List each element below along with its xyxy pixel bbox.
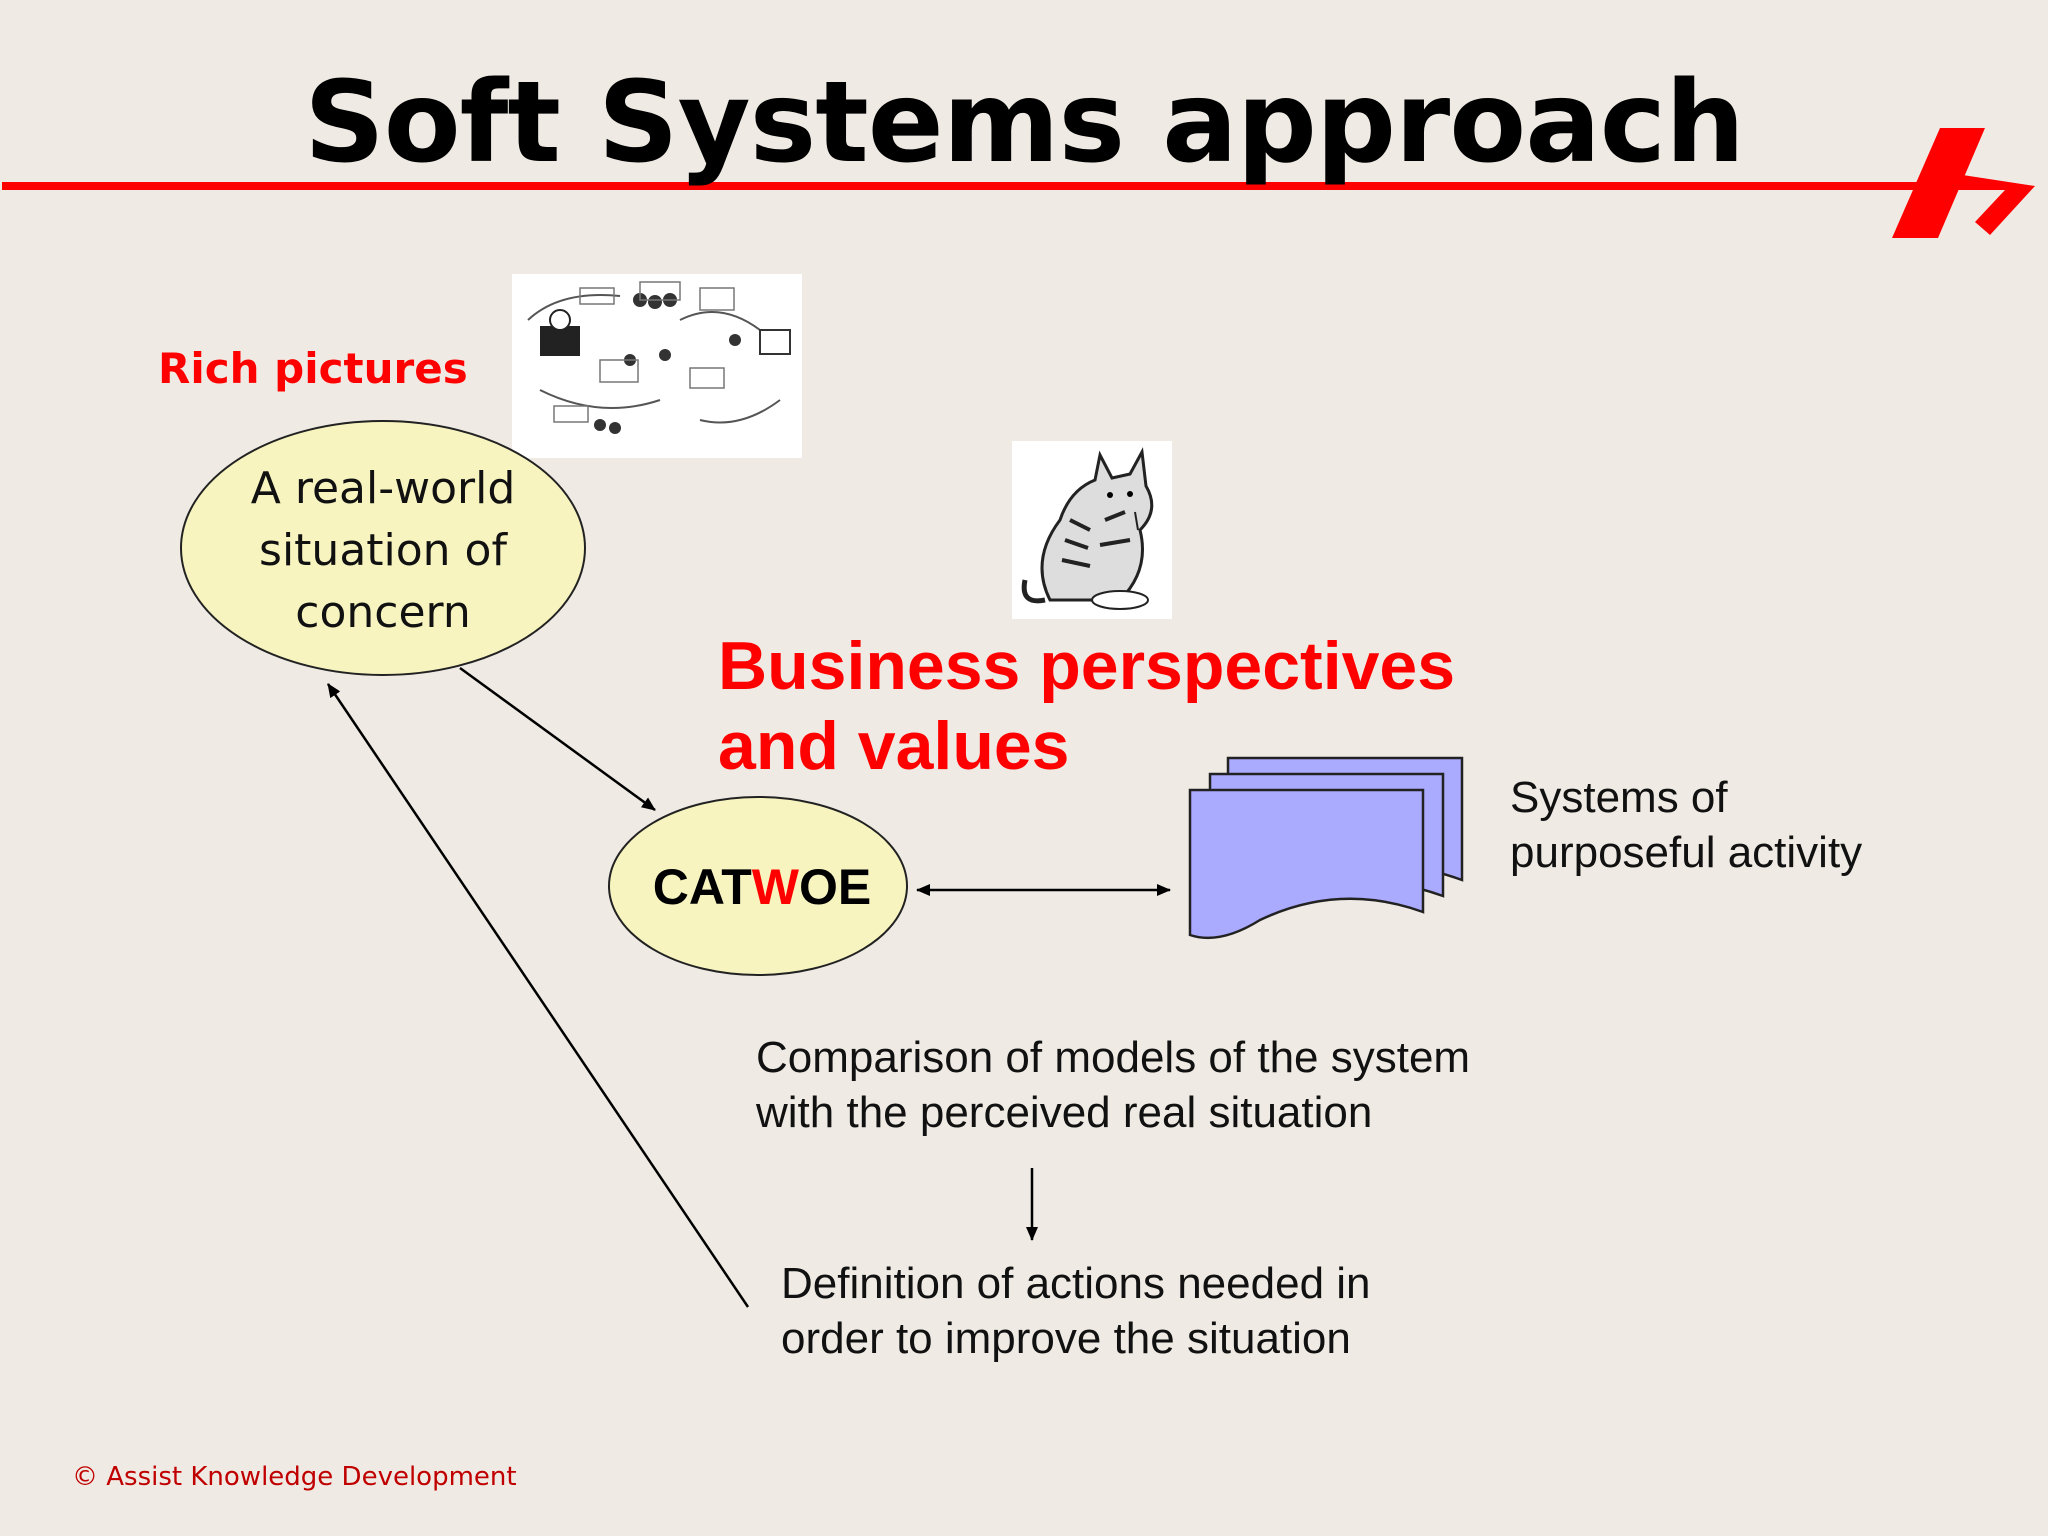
definition-line: Definition of actions needed in <box>781 1259 1371 1308</box>
definition-text: Definition of actions needed in order to… <box>781 1256 1371 1366</box>
catwoe-prefix: CAT <box>652 859 752 915</box>
situation-line: situation of <box>259 525 507 576</box>
page-title: Soft Systems approach <box>304 58 1745 188</box>
definition-line: order to improve the situation <box>781 1314 1351 1363</box>
systems-label: Systems of purposeful activity <box>1510 770 1862 880</box>
systems-line: purposeful activity <box>1510 828 1863 877</box>
arrow-definition-to-situation <box>326 683 750 1308</box>
comparison-text: Comparison of models of the system with … <box>756 1030 1470 1140</box>
catwoe-label: CATWOE <box>612 858 912 916</box>
situation-line: A real-world <box>250 463 516 514</box>
systems-line: Systems of <box>1510 773 1728 822</box>
cat-drinking-illustration <box>1012 441 1172 619</box>
situation-ellipse <box>180 420 586 676</box>
business-heading-line: and values <box>718 708 1070 784</box>
business-perspectives-heading: Business perspectives and values <box>718 626 1518 786</box>
stacked-documents-icon <box>1188 756 1464 940</box>
copyright-notice: © Assist Knowledge Development <box>72 1462 517 1492</box>
comparison-line: with the perceived real situation <box>756 1088 1373 1137</box>
comparison-line: Comparison of models of the system <box>756 1033 1471 1082</box>
arrow-situation-to-catwoe <box>459 666 656 812</box>
rich-pictures-label: Rich pictures <box>158 344 468 393</box>
situation-line: concern <box>295 587 471 638</box>
rich-picture-sketch-image <box>512 274 802 458</box>
catwoe-ellipse <box>608 796 908 976</box>
catwoe-highlight: W <box>751 859 799 915</box>
situation-ellipse-text: A real-world situation of concern <box>183 458 583 644</box>
business-heading-line: Business perspectives <box>718 628 1456 704</box>
red-arrow-logo-icon <box>1892 128 2035 238</box>
catwoe-suffix: OE <box>799 859 872 915</box>
